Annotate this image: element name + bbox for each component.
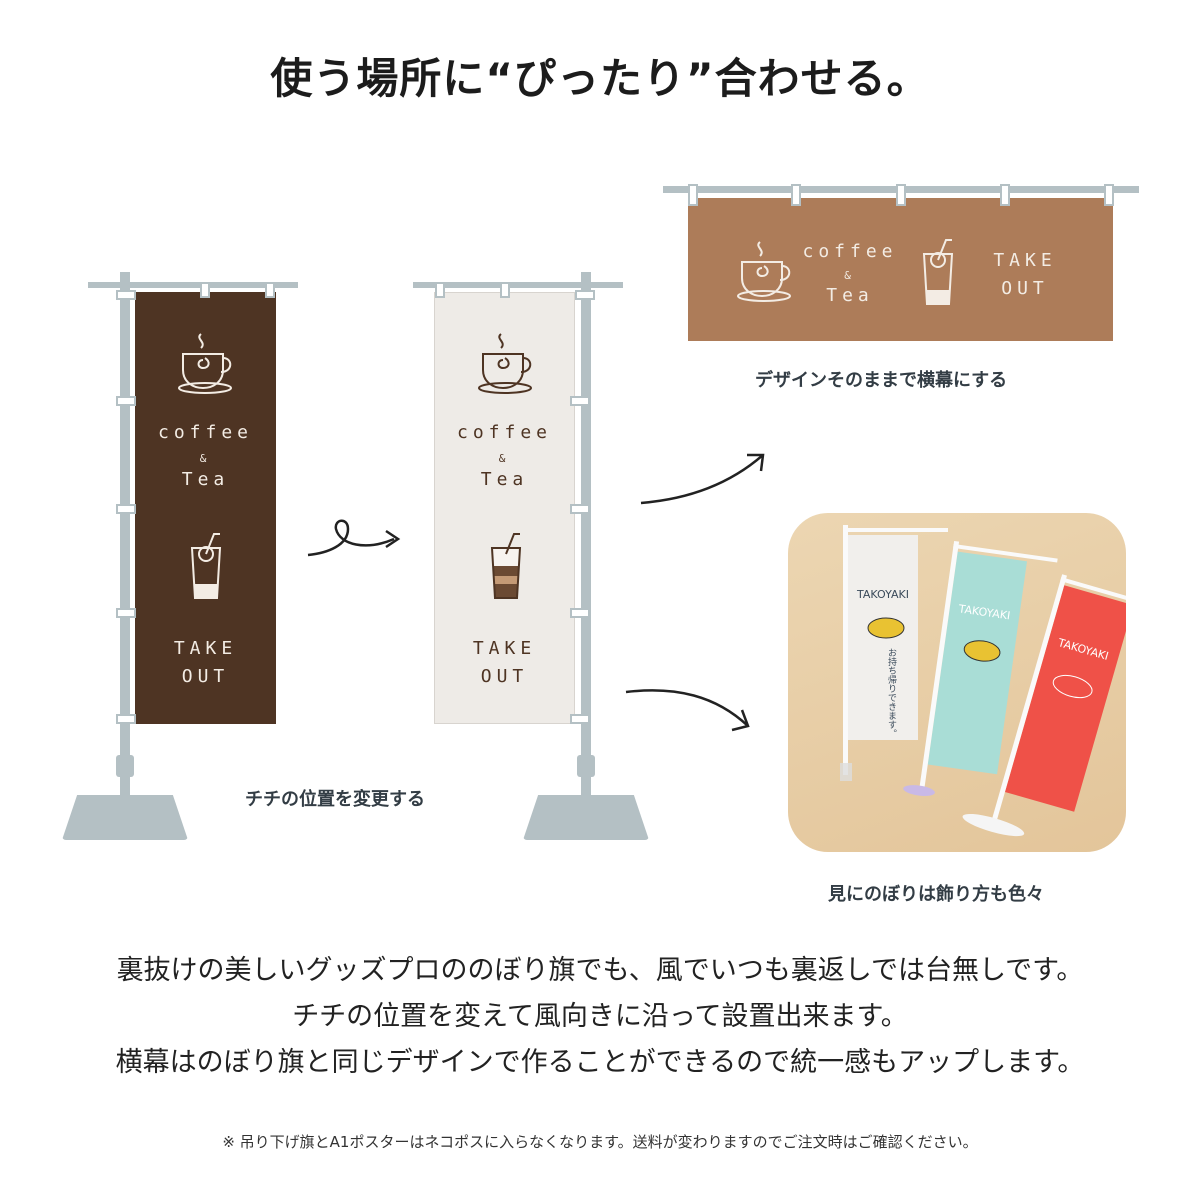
iced-drink-icon	[922, 239, 954, 305]
out-text: OUT	[1001, 278, 1049, 299]
take-text: TAKE	[993, 250, 1057, 271]
take-text: TAKE	[472, 638, 537, 659]
white-mini-flag: TAKOYAKI	[840, 525, 948, 781]
page-title: 使う場所に“ぴったり”合わせる。	[270, 54, 930, 103]
out-text: OUT	[181, 666, 230, 687]
caption-horizontal: デザインそのままで横幕にする	[755, 370, 1008, 391]
arrow-up-right-icon	[640, 453, 765, 505]
iced-drink-icon	[190, 533, 222, 599]
coffee-text: coffee	[802, 241, 898, 262]
body-line-3: 横幕はのぼり旗と同じデザインで作ることができるので統一感もアップします。	[115, 1047, 1085, 1078]
caption-various: 見にのぼりは飾り方も色々	[828, 884, 1044, 905]
tea-text: Tea	[181, 469, 230, 490]
curly-arrow-icon	[307, 519, 401, 557]
out-text: OUT	[480, 666, 529, 687]
footnote: ※ 吊り下げ旗とA1ポスターはネコポスに入らなくなります。送料が変わりますのでご…	[222, 1133, 978, 1151]
coffee-cup-icon	[478, 333, 532, 394]
amp-text: &	[199, 452, 212, 465]
nobori-flag-light: coffee & Tea TAKE OUT	[410, 270, 655, 845]
amp-text: &	[498, 452, 511, 465]
arrow-down-right-icon	[625, 689, 750, 732]
coffee-cup-icon	[737, 241, 791, 302]
body-line-2: チチの位置を変えて風向きに沿って設置出来ます。	[292, 1001, 908, 1032]
horizontal-banner: coffee & Tea TAKE OUT	[660, 180, 1140, 345]
nobori-flag-dark: coffee & Tea TAKE OUT	[60, 270, 300, 845]
red-mini-flag: TAKOYAKI	[962, 574, 1126, 837]
amp-text: &	[844, 269, 856, 282]
take-text: TAKE	[173, 638, 238, 659]
body-line-1: 裏抜けの美しいグッズプロののぼり旗でも、風でいつも裏返しでは台無しです。	[116, 955, 1084, 986]
iced-drink-icon	[490, 533, 522, 599]
caption-change-position: チチの位置を変更する	[245, 789, 425, 810]
mini-nobori-photo: TAKOYAKI TAKOYAKI TAKOYAKI お持ち帰りできます。	[788, 513, 1126, 852]
coffee-cup-icon	[178, 333, 232, 394]
flag-sub-text: お持ち帰りできます。	[886, 648, 896, 738]
coffee-text: coffee	[456, 422, 553, 443]
coffee-text: coffee	[157, 422, 254, 443]
flag-text: TAKOYAKI	[856, 588, 909, 601]
mint-mini-flag: TAKOYAKI	[903, 540, 1058, 796]
tea-text: Tea	[826, 285, 874, 306]
tea-text: Tea	[480, 469, 529, 490]
